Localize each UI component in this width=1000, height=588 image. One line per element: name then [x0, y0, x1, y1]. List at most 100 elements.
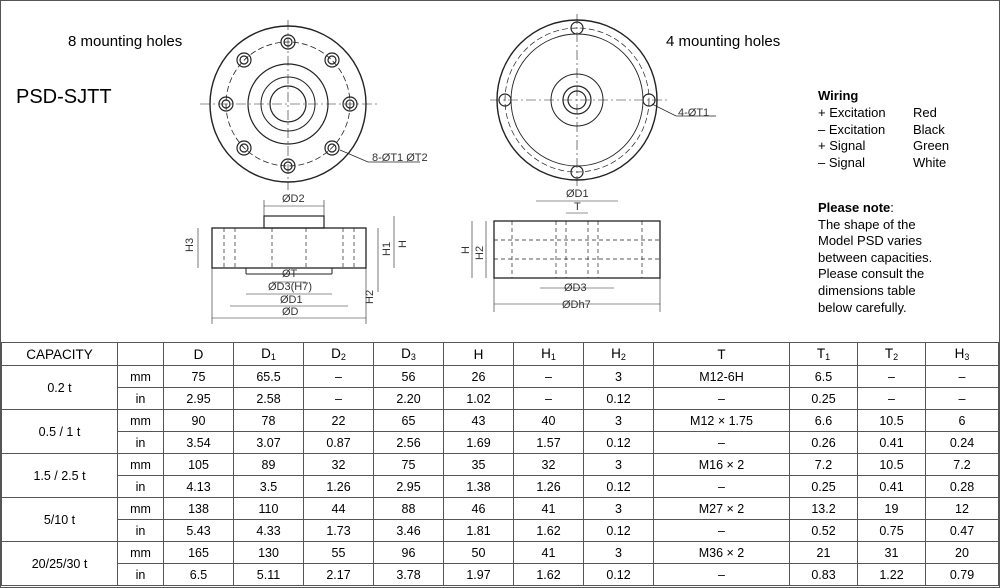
table-cell: – — [513, 387, 584, 410]
table-cell: 0.12 — [583, 387, 654, 410]
table-cell: 50 — [443, 541, 514, 564]
table-cell: M27 × 2 — [653, 497, 790, 520]
table-cell: 12 — [925, 497, 999, 520]
table-cell: 130 — [233, 541, 304, 564]
column-header: H2 — [583, 342, 654, 366]
header-subscript: 3 — [410, 352, 416, 362]
unit-cell: mm — [117, 365, 164, 388]
table-cell: – — [857, 365, 926, 388]
table-cell: – — [653, 387, 790, 410]
label-d2: ØD2 — [282, 193, 305, 205]
please-note: Please note: The shape of the Model PSD … — [818, 200, 933, 315]
table-cell: 0.25 — [789, 475, 858, 498]
table-cell: 75 — [163, 365, 234, 388]
label-d3-h7: ØD3(H7) — [268, 281, 313, 293]
label-h-left: H — [397, 240, 409, 248]
header-subscript: 1 — [825, 352, 831, 362]
right-hole-label: 4-ØT1 — [678, 107, 710, 119]
table-cell: 0.12 — [583, 519, 654, 542]
table-cell: 2.95 — [373, 475, 444, 498]
header-subscript: 2 — [340, 352, 346, 362]
table-cell: 26 — [443, 365, 514, 388]
table-cell: M36 × 2 — [653, 541, 790, 564]
label-h-right: H — [460, 246, 472, 254]
table-cell: 1.38 — [443, 475, 514, 498]
table-cell: 32 — [303, 453, 374, 476]
right-view-caption: 4 mounting holes — [666, 33, 781, 50]
header-subscript: 3 — [964, 352, 970, 362]
table-cell: 1.62 — [513, 519, 584, 542]
label-d1-left: ØD1 — [280, 294, 303, 306]
label-t-right: T — [574, 201, 581, 213]
unit-cell: in — [117, 387, 164, 410]
table-cell: 22 — [303, 409, 374, 432]
table-cell: 65 — [373, 409, 444, 432]
table-cell: 0.75 — [857, 519, 926, 542]
table-cell: 7.2 — [789, 453, 858, 476]
table-cell: 0.25 — [789, 387, 858, 410]
table-cell: 0.79 — [925, 563, 999, 586]
table-cell: 89 — [233, 453, 304, 476]
left-view-caption: 8 mounting holes — [68, 33, 183, 50]
table-cell: 41 — [513, 497, 584, 520]
model-title: PSD-SJTT — [16, 86, 112, 108]
table-cell: 105 — [163, 453, 234, 476]
wiring-title: Wiring — [818, 88, 859, 103]
table-cell: 3.5 — [233, 475, 304, 498]
table-cell: 0.24 — [925, 431, 999, 454]
column-header — [117, 342, 164, 366]
table-cell: 138 — [163, 497, 234, 520]
table-cell: 20 — [925, 541, 999, 564]
table-cell: 3 — [583, 409, 654, 432]
table-cell: 10.5 — [857, 453, 926, 476]
table-cell: 3.07 — [233, 431, 304, 454]
table-cell: 0.12 — [583, 475, 654, 498]
table-cell: – — [653, 519, 790, 542]
table-cell: 35 — [443, 453, 514, 476]
table-cell: – — [653, 475, 790, 498]
column-header: T — [653, 342, 790, 366]
table-cell: – — [653, 563, 790, 586]
header-subscript: 2 — [893, 352, 899, 362]
column-header: H1 — [513, 342, 584, 366]
table-cell: 65.5 — [233, 365, 304, 388]
table-cell: 0.83 — [789, 563, 858, 586]
table-cell: 5.11 — [233, 563, 304, 586]
table-cell: 0.41 — [857, 475, 926, 498]
unit-cell: mm — [117, 497, 164, 520]
table-cell: 1.73 — [303, 519, 374, 542]
label-h2-left: H2 — [364, 289, 376, 304]
table-cell: 2.17 — [303, 563, 374, 586]
table-cell: 6.5 — [789, 365, 858, 388]
table-cell: – — [653, 431, 790, 454]
table-cell: 3.54 — [163, 431, 234, 454]
header-subscript: 2 — [620, 352, 626, 362]
table-cell: 3 — [583, 453, 654, 476]
label-dh7: ØDh7 — [562, 299, 591, 311]
table-cell: 7.2 — [925, 453, 999, 476]
table-cell: 1.81 — [443, 519, 514, 542]
label-t-left: ØT — [282, 268, 298, 280]
unit-cell: mm — [117, 541, 164, 564]
table-cell: 21 — [789, 541, 858, 564]
column-header: D2 — [303, 342, 374, 366]
technical-drawing: 8 mounting holes 4 mounting holes PSD-SJ… — [16, 14, 781, 324]
column-header: D — [163, 342, 234, 366]
note-text: The shape of the — [818, 216, 916, 232]
capacity-cell: 0.2 t — [1, 365, 118, 410]
table-cell: 31 — [857, 541, 926, 564]
table-cell: 1.97 — [443, 563, 514, 586]
table-cell: 46 — [443, 497, 514, 520]
table-cell: 2.56 — [373, 431, 444, 454]
table-cell: 0.28 — [925, 475, 999, 498]
